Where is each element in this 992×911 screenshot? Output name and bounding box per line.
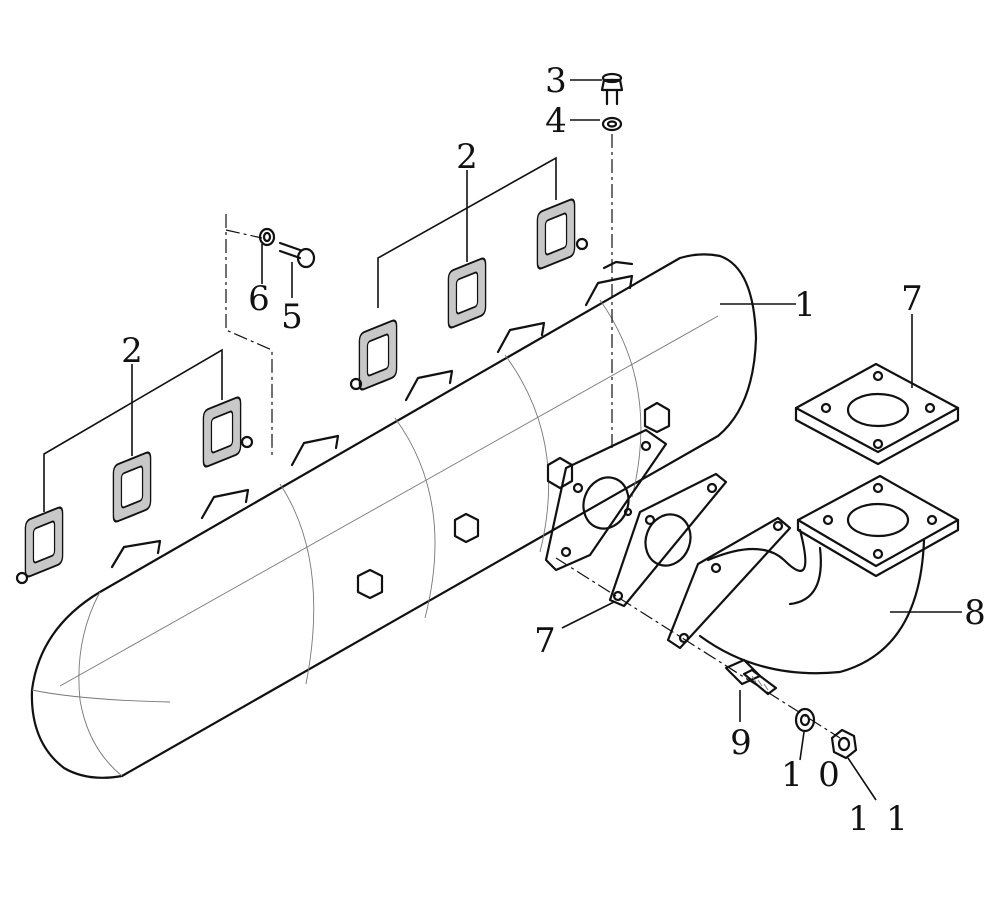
callout-11-digit-1b: 1	[886, 799, 908, 839]
callout-10-digit-0: 0	[818, 755, 840, 795]
pipe-outlet-flange	[544, 428, 668, 572]
drain-fitting	[724, 658, 778, 696]
centerlines	[225, 134, 841, 739]
callout-8: 8	[964, 593, 986, 633]
hex-bosses	[356, 401, 671, 600]
leader-lines	[43, 79, 962, 801]
callout-7-upper: 7	[901, 279, 923, 319]
callout-9: 9	[730, 723, 752, 763]
top-flange-gasket	[794, 362, 960, 466]
callout-labels: 3 4 2 6 5 1 7 2 8 7 9 1 0 1 1	[121, 61, 986, 839]
elbow-pipe	[666, 474, 960, 675]
callout-1: 1	[794, 285, 816, 325]
exhaust-manifold-pipe	[30, 253, 758, 779]
callout-11-digit-1a: 1	[848, 799, 870, 839]
callout-4: 4	[545, 101, 567, 141]
manifold-gaskets	[15, 196, 589, 585]
callout-6: 6	[248, 279, 270, 319]
mounting-tabs	[110, 260, 634, 569]
callout-10-digit-1: 1	[781, 755, 803, 795]
callout-3: 3	[545, 61, 567, 101]
callout-2-lower: 2	[121, 331, 143, 371]
bolt-and-washer-top	[600, 72, 624, 132]
flange-gasket	[608, 472, 728, 608]
callout-7-lower: 7	[534, 621, 556, 661]
bolt-and-washer-left	[258, 227, 316, 269]
hex-nut	[830, 728, 858, 760]
callout-5: 5	[281, 297, 303, 337]
callout-2-upper: 2	[456, 137, 478, 177]
sealing-washer	[794, 707, 816, 733]
